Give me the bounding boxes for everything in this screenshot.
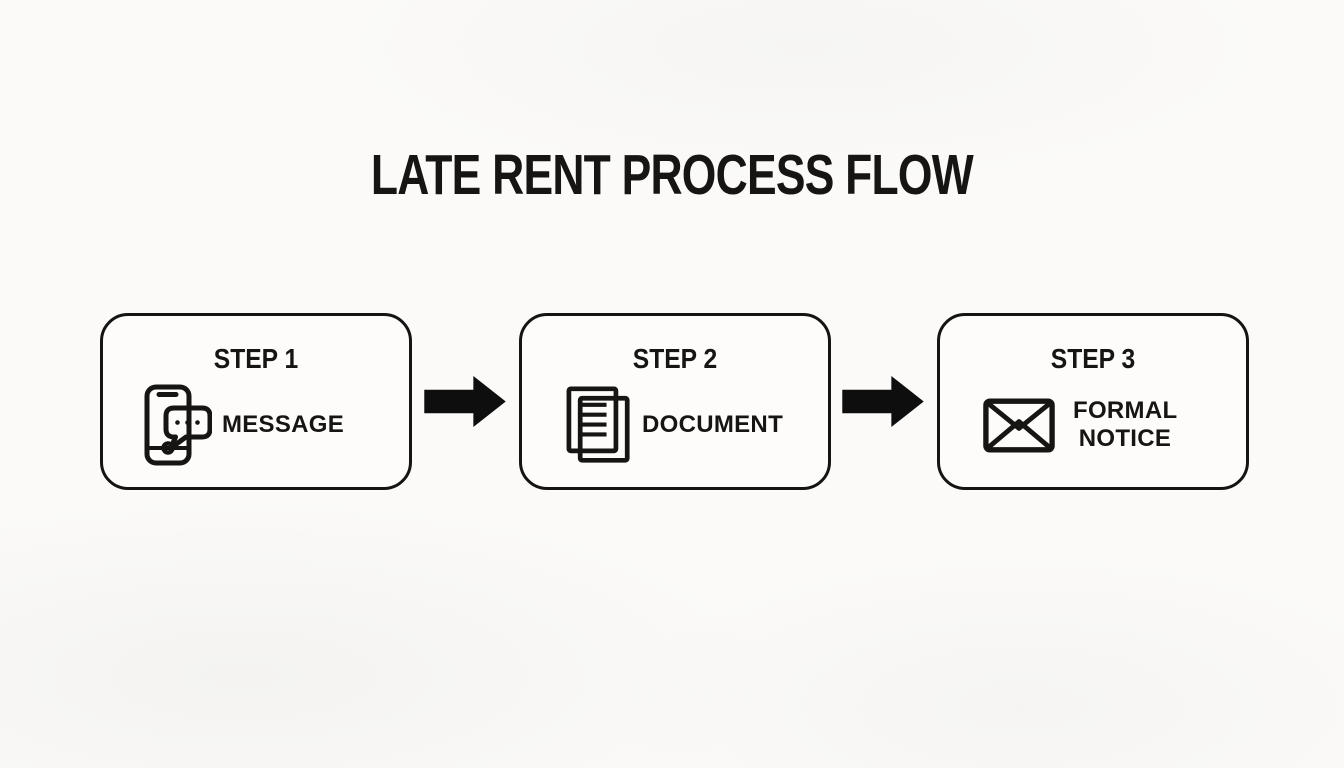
diagram-title-text: LATE RENT PROCESS FLOW — [371, 143, 974, 207]
step-1-heading: STEP 1 — [208, 345, 304, 373]
arrow-right-icon — [842, 375, 924, 428]
process-flow-row: STEP 1 MESSAGE STEP 2 — [100, 313, 1249, 490]
step-3-heading: STEP 3 — [1045, 345, 1141, 373]
diagram-title: LATE RENT PROCESS FLOW — [0, 143, 1344, 207]
step-2-heading: STEP 2 — [627, 345, 723, 373]
step-2-content: DOCUMENT — [566, 382, 783, 468]
step-3-item-label: FORMAL NOTICE — [1072, 396, 1178, 452]
step-1-heading-text: STEP 1 — [213, 343, 299, 374]
step-3-content: FORMAL NOTICE — [983, 382, 1177, 468]
step-3-heading-text: STEP 3 — [1050, 343, 1136, 374]
envelope-icon — [983, 398, 1055, 452]
step-1-content: MESSAGE — [144, 382, 344, 468]
arrow-right-icon — [424, 375, 506, 428]
step-1-box: STEP 1 MESSAGE — [100, 313, 412, 490]
documents-icon — [566, 385, 630, 463]
smartphone-message-icon — [144, 384, 212, 466]
step-2-heading-text: STEP 2 — [632, 343, 717, 374]
step-2-item-label: DOCUMENT — [641, 410, 784, 438]
step-3-box: STEP 3 FORMAL NOTICE — [937, 313, 1249, 490]
step-2-box: STEP 2 DOCUMENT — [518, 313, 831, 490]
step-1-item-label: MESSAGE — [221, 410, 345, 438]
